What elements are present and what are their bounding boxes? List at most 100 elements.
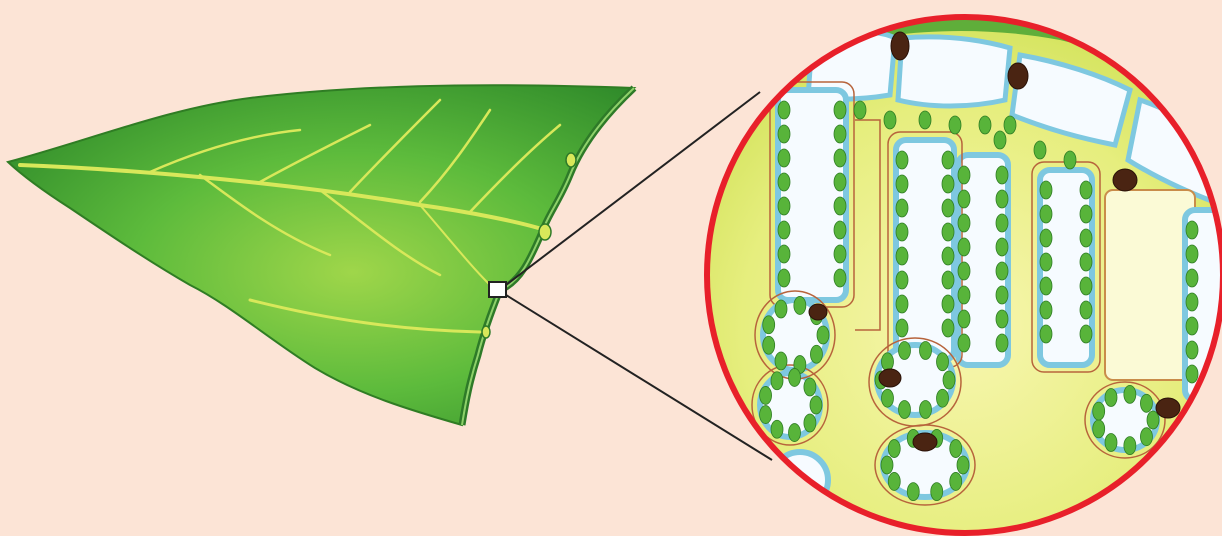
chloroplast bbox=[760, 386, 772, 404]
chloroplast bbox=[763, 316, 775, 334]
chloroplast bbox=[1004, 116, 1016, 134]
chloroplast bbox=[950, 472, 962, 490]
chloroplast bbox=[1080, 205, 1092, 223]
chloroplast bbox=[1040, 301, 1052, 319]
chloroplast bbox=[958, 286, 970, 304]
chloroplast bbox=[898, 342, 910, 360]
chloroplast bbox=[778, 125, 790, 143]
chloroplast bbox=[958, 190, 970, 208]
chloroplast bbox=[778, 173, 790, 191]
chloroplast bbox=[778, 197, 790, 215]
chloroplast bbox=[958, 262, 970, 280]
nucleus bbox=[1113, 169, 1137, 191]
chloroplast bbox=[942, 199, 954, 217]
chloroplast bbox=[1186, 293, 1198, 311]
chloroplast bbox=[907, 483, 919, 501]
chloroplast bbox=[942, 223, 954, 241]
chloroplast bbox=[1147, 411, 1159, 429]
chloroplast bbox=[834, 269, 846, 287]
chloroplast bbox=[1186, 245, 1198, 263]
chloroplast bbox=[1105, 434, 1117, 452]
chloroplast bbox=[931, 483, 943, 501]
chloroplast bbox=[896, 151, 908, 169]
chloroplast bbox=[1093, 420, 1105, 438]
chloroplast bbox=[958, 214, 970, 232]
chloroplast bbox=[994, 131, 1006, 149]
edge-bump bbox=[482, 326, 490, 338]
nucleus bbox=[1156, 398, 1180, 418]
chloroplast bbox=[950, 440, 962, 458]
chloroplast bbox=[898, 400, 910, 418]
chloroplast bbox=[778, 269, 790, 287]
chloroplast bbox=[1140, 428, 1152, 446]
chloroplast bbox=[771, 372, 783, 390]
chloroplast bbox=[896, 223, 908, 241]
chloroplast bbox=[1093, 402, 1105, 420]
chloroplast bbox=[1124, 385, 1136, 403]
chloroplast bbox=[1080, 253, 1092, 271]
chloroplast bbox=[1040, 181, 1052, 199]
chloroplast bbox=[778, 221, 790, 239]
chloroplast bbox=[1124, 437, 1136, 455]
chloroplast bbox=[834, 101, 846, 119]
chloroplast bbox=[810, 396, 822, 414]
chloroplast bbox=[996, 286, 1008, 304]
chloroplast bbox=[979, 116, 991, 134]
chloroplast bbox=[942, 319, 954, 337]
chloroplast bbox=[778, 149, 790, 167]
chloroplast bbox=[896, 295, 908, 313]
chloroplast bbox=[884, 111, 896, 129]
chloroplast bbox=[996, 214, 1008, 232]
chloroplast bbox=[937, 353, 949, 371]
chloroplast bbox=[888, 472, 900, 490]
chloroplast bbox=[919, 111, 931, 129]
chloroplast bbox=[775, 300, 787, 318]
chloroplast bbox=[881, 456, 893, 474]
chloroplast bbox=[1186, 269, 1198, 287]
chloroplast bbox=[760, 406, 772, 424]
chloroplast bbox=[1080, 229, 1092, 247]
chloroplast bbox=[996, 166, 1008, 184]
chloroplast bbox=[888, 440, 900, 458]
chloroplast bbox=[834, 173, 846, 191]
chloroplast bbox=[881, 389, 893, 407]
magnify-selection-box bbox=[489, 282, 506, 297]
chloroplast bbox=[789, 368, 801, 386]
chloroplast bbox=[958, 310, 970, 328]
chloroplast bbox=[1186, 221, 1198, 239]
chloroplast bbox=[1080, 301, 1092, 319]
chloroplast bbox=[778, 101, 790, 119]
chloroplast bbox=[1186, 365, 1198, 383]
chloroplast bbox=[896, 199, 908, 217]
chloroplast bbox=[896, 175, 908, 193]
chloroplast bbox=[1064, 151, 1076, 169]
chloroplast bbox=[942, 151, 954, 169]
chloroplast bbox=[834, 149, 846, 167]
chloroplast bbox=[834, 221, 846, 239]
chloroplast bbox=[920, 342, 932, 360]
chloroplast bbox=[996, 190, 1008, 208]
chloroplast bbox=[996, 262, 1008, 280]
chloroplast bbox=[1080, 181, 1092, 199]
chloroplast bbox=[794, 296, 806, 314]
chloroplast bbox=[1040, 277, 1052, 295]
chloroplast bbox=[817, 326, 829, 344]
nucleus bbox=[891, 32, 909, 60]
chloroplast bbox=[810, 345, 822, 363]
chloroplast bbox=[775, 352, 787, 370]
chloroplast bbox=[942, 271, 954, 289]
chloroplast bbox=[1040, 205, 1052, 223]
chloroplast bbox=[1034, 141, 1046, 159]
chloroplast bbox=[942, 175, 954, 193]
nucleus bbox=[1008, 63, 1028, 89]
chloroplast bbox=[1140, 394, 1152, 412]
chloroplast bbox=[834, 125, 846, 143]
chloroplast bbox=[942, 295, 954, 313]
nucleus bbox=[809, 304, 827, 320]
chloroplast bbox=[1040, 229, 1052, 247]
chloroplast bbox=[834, 245, 846, 263]
chloroplast bbox=[834, 197, 846, 215]
chloroplast bbox=[920, 400, 932, 418]
chloroplast bbox=[771, 420, 783, 438]
chloroplast bbox=[996, 238, 1008, 256]
